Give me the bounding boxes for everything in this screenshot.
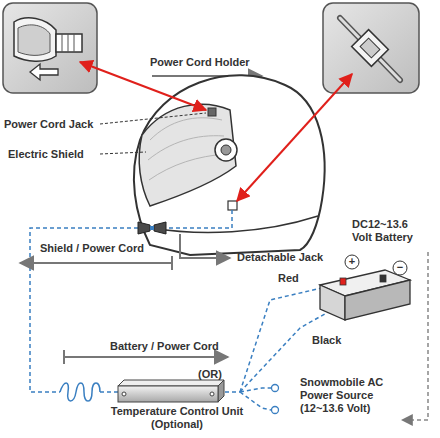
source-terminal bbox=[272, 407, 279, 414]
detachable-connector-part bbox=[154, 222, 166, 234]
power-source-name: Snowmobile AC Power Source (12~13.6 Volt… bbox=[300, 376, 396, 415]
helmet-drawing-part bbox=[139, 104, 236, 206]
battery-box-part bbox=[345, 280, 410, 320]
battery-box bbox=[320, 255, 410, 320]
control-unit-part bbox=[218, 380, 224, 402]
cord-name: Shield / Power Cord bbox=[40, 242, 175, 255]
polarity-sign: + bbox=[345, 255, 359, 268]
helmet-drawing-part bbox=[228, 201, 237, 210]
detachable-connector-part bbox=[150, 226, 154, 230]
detachable-connector bbox=[138, 222, 166, 234]
power-cord-wire-part bbox=[100, 391, 118, 393]
part-name: Power Cord Holder bbox=[150, 56, 280, 69]
part-name: Temperature Control Unit (Optional) bbox=[86, 405, 268, 431]
battery-box-part bbox=[320, 285, 345, 320]
power-cord-wire-part bbox=[240, 392, 271, 410]
control-unit bbox=[118, 380, 224, 402]
helmet-drawing-part bbox=[152, 216, 318, 232]
holder-inset-part bbox=[352, 30, 389, 67]
control-unit-part bbox=[210, 392, 214, 396]
power-cord-wire-part bbox=[240, 388, 271, 392]
jack-inset-part bbox=[56, 34, 82, 52]
battery-cord-arrow bbox=[64, 350, 228, 364]
source-terminal bbox=[272, 385, 279, 392]
power-source-name: DC12~13.6 Volt Battery bbox=[352, 218, 428, 244]
part-name: Power Cord Jack bbox=[4, 118, 100, 131]
control-unit-part bbox=[122, 392, 126, 396]
power-cord-wire-part bbox=[166, 210, 232, 228]
helmet-drawing-part bbox=[221, 145, 231, 155]
red-callout-arrow bbox=[237, 74, 352, 201]
helmet-drawing-part bbox=[134, 75, 325, 255]
detachable-connector-part bbox=[138, 222, 150, 234]
control-unit-part bbox=[118, 380, 224, 386]
helmet-drawing-part bbox=[215, 139, 237, 161]
helmet-drawing-part bbox=[208, 108, 216, 116]
holder-inset-part bbox=[340, 18, 400, 80]
red-callout-arrow bbox=[80, 62, 206, 110]
shield-cord-arrow bbox=[20, 256, 172, 270]
battery-box-part bbox=[340, 278, 346, 285]
coil-cord bbox=[60, 383, 100, 401]
battery-box-part bbox=[345, 255, 359, 269]
leader-line bbox=[100, 152, 146, 154]
helmet-drawing-part bbox=[148, 118, 226, 180]
helmet-drawing bbox=[134, 75, 325, 255]
battery-box-part bbox=[393, 261, 407, 275]
jack-inset-part bbox=[18, 25, 50, 56]
holder-inset bbox=[323, 3, 419, 93]
jack-inset-part bbox=[3, 3, 97, 93]
jack-inset bbox=[3, 3, 97, 93]
holder-inset-part bbox=[360, 38, 380, 58]
wire-color: Black bbox=[312, 334, 352, 347]
holder-inset-part bbox=[340, 18, 400, 80]
alternative-arrow bbox=[402, 252, 428, 420]
polarity-sign: − bbox=[393, 261, 407, 274]
jack-bracket-arrow bbox=[180, 234, 230, 258]
jack-inset-part bbox=[14, 18, 56, 61]
part-name: Detachable Jack bbox=[237, 251, 347, 264]
control-unit-part bbox=[118, 386, 218, 402]
jack-inset-part bbox=[62, 34, 74, 52]
cord-name: Battery / Power Cord bbox=[110, 340, 260, 353]
holder-inset-part bbox=[323, 3, 419, 93]
jack-inset-part bbox=[30, 64, 58, 80]
battery-box-part bbox=[380, 275, 386, 282]
part-name: Electric Shield bbox=[8, 148, 100, 161]
or-note: (OR) bbox=[198, 368, 234, 381]
leader-line bbox=[100, 113, 206, 124]
wire-color: Red bbox=[278, 272, 308, 285]
